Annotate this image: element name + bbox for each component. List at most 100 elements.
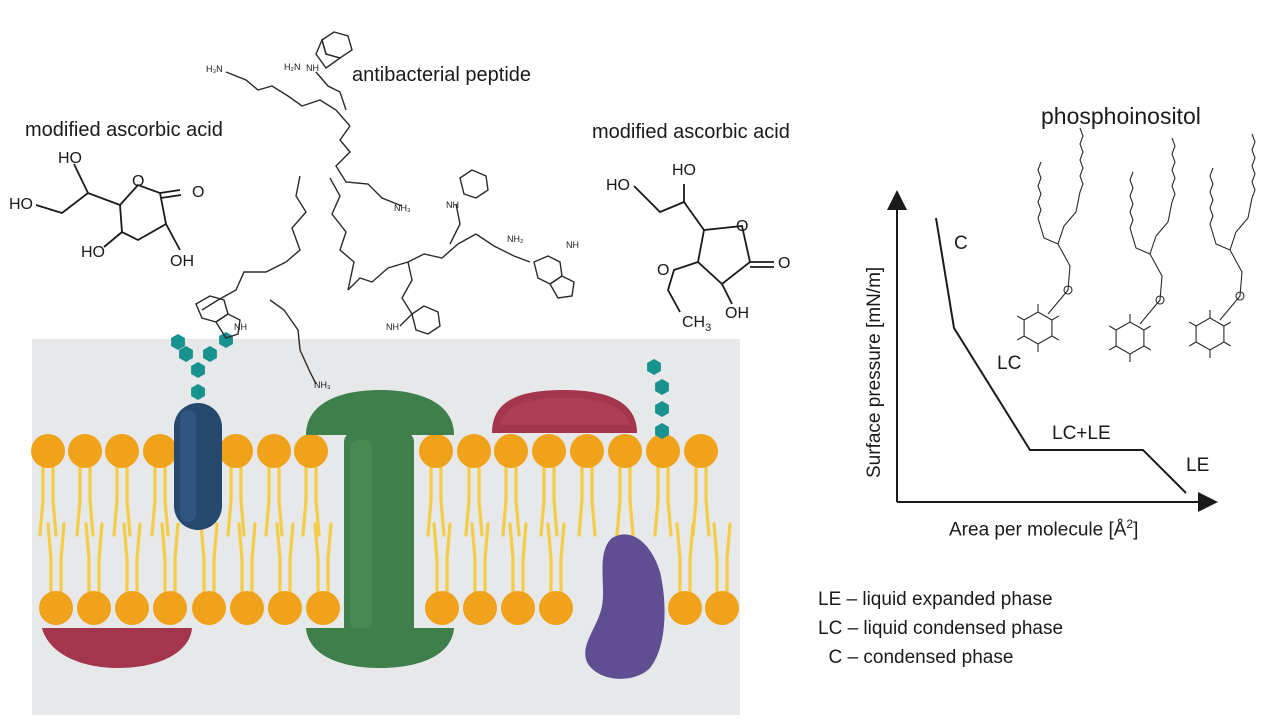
glycan-unit: [655, 401, 669, 417]
lipid-head: [425, 591, 459, 625]
lipid-tail: [97, 522, 104, 596]
lipid-head: [192, 591, 226, 625]
phosphoinositol-molecules: [1016, 127, 1256, 362]
isotherm-x-label-sup: 2: [1126, 517, 1134, 531]
ascorbic-left-label: modified ascorbic acid: [25, 119, 223, 141]
lipid-tail: [628, 463, 635, 537]
lipid-head: [115, 591, 149, 625]
lipid-tail: [277, 463, 284, 537]
pep-atom-nh-indole-top: NH: [306, 63, 319, 73]
lipid-tail: [464, 463, 471, 537]
inositol-substituent: [1016, 335, 1025, 341]
glycan-unit: [191, 362, 205, 378]
peptide-label: antibacterial peptide: [352, 64, 532, 86]
right-atom-ch3: CH3: [682, 314, 711, 334]
lipid-tail: [546, 522, 553, 596]
legend-lc: LC – liquid condensed phase: [818, 618, 1064, 639]
green-protein-pillar-highlight: [350, 440, 372, 630]
purple-protein: [585, 534, 665, 679]
isotherm-x-label-main: Area per molecule [Å: [949, 519, 1127, 541]
lipid-head: [77, 591, 111, 625]
right-ascorbic-structure: [633, 184, 774, 313]
phase-label-c: C: [954, 233, 968, 254]
ester-link: [1063, 191, 1081, 227]
indole-ring-bottom: [411, 305, 441, 335]
pep-atom-nh-indole-right: NH: [446, 200, 459, 210]
glycan-unit: [647, 359, 661, 375]
lipid-tail: [539, 463, 546, 537]
red-peripheral-protein-top-highlight: [500, 398, 630, 425]
glycan-chains: [171, 332, 669, 439]
glycan-unit: [655, 379, 669, 395]
pep-atom-nh-indole-far: NH: [566, 240, 579, 250]
pep-atom-nh3-mid: NH₃: [394, 203, 411, 213]
lipid-tail: [301, 463, 308, 537]
fatty-acid-chain: [1251, 133, 1256, 199]
lipid-tail: [288, 522, 295, 596]
lipid-tail: [712, 522, 719, 596]
right-atom-ch3-sub: 3: [705, 322, 712, 335]
inositol-substituent: [1016, 315, 1025, 321]
lipid-head: [608, 434, 642, 468]
lipid-tail: [477, 463, 484, 537]
ester-link: [1037, 217, 1059, 245]
inositol-substituent: [1143, 325, 1152, 331]
ester-link: [1129, 227, 1151, 255]
lipid-head: [306, 591, 340, 625]
legend-c: C – condensed phase: [818, 647, 1014, 668]
lipid-tail: [615, 463, 622, 537]
lipid-tail: [163, 463, 170, 537]
lipid-head: [219, 434, 253, 468]
left-atom-oh-bottom: OH: [170, 253, 194, 270]
lipid-tail: [445, 522, 452, 596]
lipid-tail: [250, 522, 257, 596]
glycerol-backbone: [1139, 235, 1163, 325]
fatty-acid-chain: [1037, 161, 1042, 219]
indole-ring-left-b: [215, 313, 241, 339]
lipid-tail: [590, 463, 597, 537]
ester-link: [1209, 223, 1231, 251]
pep-atom-nh2: NH₂: [507, 234, 524, 244]
lipid-tail: [514, 463, 521, 537]
lipid-tail: [439, 463, 446, 537]
right-atom-o-ring: O: [736, 218, 749, 235]
lipid-head: [143, 434, 177, 468]
lipid-tail: [75, 463, 82, 537]
lipid-tail: [704, 463, 711, 537]
ester-link: [1235, 197, 1253, 233]
lipid-tail: [552, 463, 559, 537]
lipid-tail: [483, 522, 490, 596]
lipid-head: [294, 434, 328, 468]
lipid-tail: [125, 463, 132, 537]
lipid-head: [684, 434, 718, 468]
lipid-tails: [38, 463, 732, 596]
isotherm-y-label: Surface pressure [mN/m]: [864, 266, 885, 478]
inositol-substituent: [1223, 341, 1232, 347]
lipid-tail: [212, 522, 219, 596]
lipid-tail: [470, 522, 477, 596]
left-atom-ho-top: HO: [58, 150, 82, 167]
red-peripheral-protein-bottom: [42, 628, 192, 668]
phase-label-lc: LC: [997, 353, 1022, 374]
indole-ring-far-right: [533, 255, 563, 285]
inositol-ring: [1115, 321, 1145, 355]
inositol-substituent: [1188, 321, 1197, 327]
fatty-acid-chain: [1209, 167, 1214, 225]
left-ascorbic-structure: [35, 163, 182, 251]
lipid-tail: [508, 522, 515, 596]
lipid-tail: [653, 463, 660, 537]
lipid-head: [31, 434, 65, 468]
lipid-tail: [135, 522, 142, 596]
green-protein-bottom-cap: [306, 628, 454, 668]
lipid-tail: [173, 522, 180, 596]
right-atom-ch: CH: [682, 314, 706, 331]
lipid-head: [257, 434, 291, 468]
right-atom-oh-bottom: OH: [725, 305, 749, 322]
pep-atom-h2n-top: H₂N: [284, 62, 301, 72]
indole-ring-left: [195, 295, 229, 323]
inositol-substituent: [1051, 315, 1060, 321]
lipid-tail: [59, 522, 66, 596]
ascorbic-right-label: modified ascorbic acid: [592, 121, 790, 143]
lipid-tail: [150, 463, 157, 537]
